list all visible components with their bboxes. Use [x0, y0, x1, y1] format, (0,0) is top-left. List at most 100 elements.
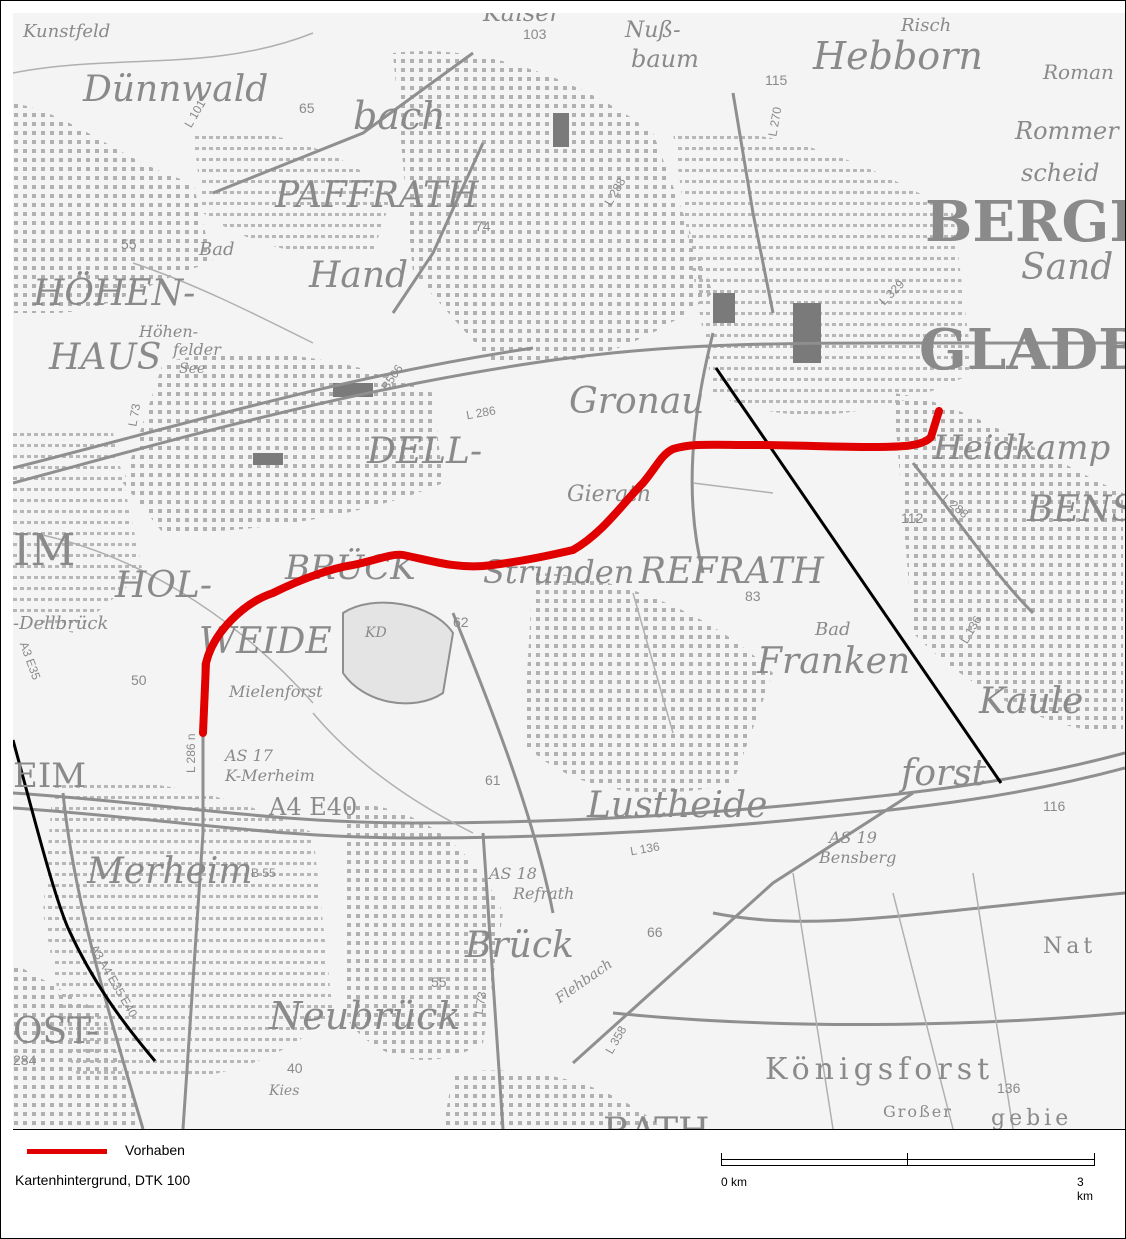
label-gladb: GLADB: [919, 317, 1125, 383]
label-roman: Roman: [1042, 60, 1114, 84]
label-bensberg: Bensberg: [818, 848, 896, 867]
label-mielenforst: Mielenforst: [228, 682, 323, 701]
height-83: 83: [745, 588, 761, 604]
label-refrath: REFRATH: [638, 551, 825, 592]
height-112: 112: [901, 510, 924, 526]
label-hebborn: Hebborn: [812, 34, 983, 78]
label-kunstfeld: Kunstfeld: [22, 21, 110, 42]
label-sand: Sand: [1021, 247, 1113, 288]
label-baum: baum: [631, 45, 699, 73]
scale-bar: 0 km 3 km: [721, 1153, 1095, 1203]
height-115: 115: [765, 72, 788, 88]
legend: Vorhaben Kartenhintergrund, DTK 100 0 km…: [15, 1139, 1115, 1229]
scale-start-label: 0 km: [721, 1175, 748, 1189]
label-nuss: Nuß-: [624, 18, 681, 43]
label-kd: KD: [364, 625, 387, 641]
road-l286: L 286: [465, 403, 497, 422]
label-hol: HOL-: [114, 565, 212, 606]
label-haus: HAUS: [48, 337, 161, 378]
label-bach: bach: [353, 94, 446, 138]
label-kies: Kies: [268, 1083, 299, 1099]
label-dell: DELL-: [366, 431, 482, 472]
map-canvas: Kunstfeld Kaiser Nuß- baum Risch Hebborn…: [13, 13, 1125, 1129]
label-bad2: Bad: [814, 619, 850, 640]
label-rommer: Rommer: [1014, 117, 1120, 145]
label-kmerheim: K-Merheim: [224, 766, 315, 785]
height-61: 61: [485, 772, 501, 788]
height-116: 116: [1043, 798, 1066, 814]
road-a3e35: A3 E35: [17, 640, 44, 682]
settlement-areas: [13, 51, 1123, 1129]
height-74: 74: [475, 218, 491, 234]
road-l270: L 270: [765, 106, 784, 138]
label-hoehen: HÖHEN-: [32, 272, 195, 314]
label-as19: AS 19: [827, 828, 877, 847]
label-scheid: scheid: [1021, 159, 1099, 187]
label-bad1: Bad: [198, 239, 234, 260]
height-65: 65: [299, 100, 315, 116]
label-koenigsforst: Königsforst: [765, 1052, 994, 1087]
label-kaiser: Kaiser: [482, 13, 562, 27]
industrial-blocks: [253, 113, 821, 465]
legend-route-label: Vorhaben: [125, 1142, 185, 1158]
height-62: 62: [453, 614, 469, 630]
label-hand: Hand: [308, 255, 408, 296]
label-forst: forst: [898, 753, 987, 794]
label-gebie: gebie: [991, 1106, 1072, 1129]
scale-end-label: 3 km: [1077, 1175, 1093, 1203]
label-risch: Risch: [900, 15, 951, 36]
label-heidkamp: Heidkamp: [932, 428, 1110, 468]
height-labels: 103 115 65 74 55 112 83 62 50 61 116 66 …: [13, 26, 1066, 1096]
label-as18: AS 18: [487, 864, 537, 883]
label-strunden: Strunden: [483, 553, 634, 591]
label-bens: BENS: [1026, 489, 1125, 530]
label-rath: RATH: [603, 1111, 710, 1129]
label-nat: Nat: [1043, 934, 1096, 959]
road-l136b: L 136: [629, 839, 661, 858]
label-kaule: Kaule: [978, 681, 1083, 722]
label-eim: EIM: [13, 756, 86, 796]
height-40: 40: [287, 1060, 303, 1076]
kd-area: [342, 601, 455, 705]
label-neubrueck: Neubrück: [268, 994, 460, 1038]
road-a4e40: A4 E40: [268, 793, 357, 821]
label-gronau: Gronau: [569, 381, 704, 422]
place-labels: Kunstfeld Kaiser Nuß- baum Risch Hebborn…: [13, 13, 1125, 1129]
road-l73b: L 73: [471, 990, 489, 1015]
height-55a: 55: [121, 236, 137, 252]
legend-route-swatch: [27, 1149, 107, 1154]
label-paffrath: PAFFRATH: [274, 175, 479, 216]
road-l73a: L 73: [125, 402, 143, 427]
height-284: 284: [13, 1052, 37, 1068]
label-refrath2: Refrath: [512, 884, 574, 903]
boundary-lines: [13, 367, 1003, 1062]
label-see: See: [179, 361, 205, 377]
road-b55: B 55: [251, 866, 276, 880]
minor-roads: [13, 32, 1014, 1129]
label-as17: AS 17: [223, 746, 274, 765]
label-bergi: BERGI: [925, 189, 1125, 255]
topographic-map[interactable]: Kunstfeld Kaiser Nuß- baum Risch Hebborn…: [13, 13, 1125, 1130]
height-55b: 55: [431, 974, 447, 990]
label-grosser: Großer: [883, 1102, 953, 1121]
height-136: 136: [997, 1080, 1021, 1096]
height-50: 50: [131, 672, 147, 688]
height-66: 66: [647, 924, 663, 940]
label-ost: OST-: [13, 1011, 99, 1052]
project-route[interactable]: [199, 407, 943, 737]
label-im: IM: [13, 525, 75, 576]
road-network: [13, 51, 1125, 1129]
height-103: 103: [523, 26, 547, 42]
road-l286b: L 286 n: [184, 733, 198, 773]
label-dellbrueck: -Dellbrück: [13, 613, 108, 634]
label-felder: felder: [172, 340, 222, 359]
label-franken: Franken: [756, 641, 910, 682]
label-duennwald: Dünnwald: [82, 69, 268, 110]
label-hoehenfelder: Höhen-: [138, 322, 198, 341]
label-merheim: Merheim: [86, 851, 253, 892]
label-brueck2: Brück: [464, 925, 574, 966]
road-l358: L 358: [602, 1023, 629, 1056]
legend-background-label: Kartenhintergrund, DTK 100: [15, 1172, 191, 1188]
label-lustheide: Lustheide: [586, 785, 767, 826]
